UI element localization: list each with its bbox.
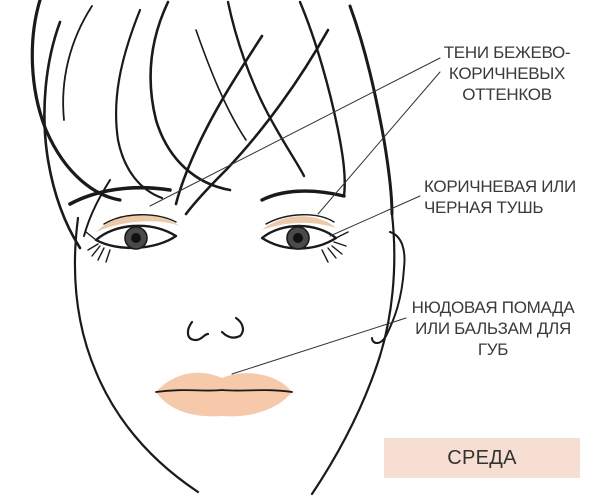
pointer-mascara: [329, 195, 421, 237]
hair-strand: [149, 0, 232, 192]
left-eye-crease: [103, 214, 177, 225]
right-eyeshadow: [262, 216, 336, 230]
left-lashes: [85, 231, 111, 263]
hair-strand: [195, 29, 247, 141]
hair-strand: [83, 179, 111, 237]
pointer-lips: [231, 317, 407, 375]
hair-strand: [30, 0, 122, 202]
pointer-shadows-left: [149, 57, 441, 207]
hair-strand: [114, 8, 164, 200]
hair-strand: [348, 4, 394, 216]
ear-outline: [371, 231, 406, 344]
lips-line: [155, 389, 293, 393]
nose: [186, 316, 245, 342]
hair-strand: [174, 34, 264, 206]
pointer-shadows-right: [317, 71, 441, 215]
hair-strand: [226, 0, 306, 178]
lips: [156, 372, 292, 417]
left-eye-outline: [94, 224, 178, 250]
hair-strand: [184, 28, 330, 216]
right-eyebrow: [260, 189, 346, 202]
day-badge: СРЕДА: [384, 438, 580, 478]
right-lashes: [321, 231, 349, 263]
hair-strand: [43, 20, 82, 250]
left-eyebrow: [68, 185, 172, 206]
label-eyeshadow: ТЕНИ БЕЖЕВО- КОРИЧНЕВЫХ ОТТЕНКОВ: [443, 43, 571, 104]
label-lipstick: НЮДОВАЯ ПОМАДА ИЛИ БАЛЬЗАМ ДЛЯ ГУБ: [411, 298, 575, 359]
hair-strand: [298, 0, 346, 198]
label-mascara: КОРИЧНЕВАЯ ИЛИ ЧЕРНАЯ ТУШЬ: [424, 177, 576, 217]
face-outline: [73, 212, 396, 496]
right-eye-crease: [265, 214, 335, 225]
right-pupil: [293, 233, 303, 243]
left-pupil: [131, 233, 141, 243]
hair-strand: [62, 5, 93, 121]
